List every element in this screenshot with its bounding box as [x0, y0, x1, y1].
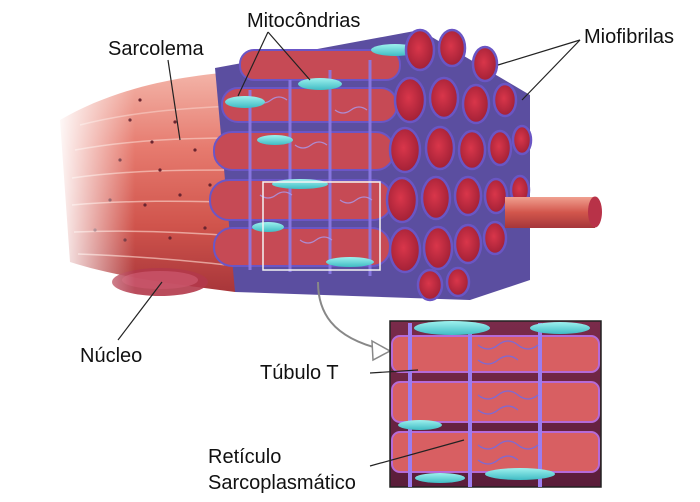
protruding-myofibril [505, 197, 602, 229]
label-sarcolema: Sarcolema [108, 38, 204, 61]
label-reticulo-line2: Sarcoplasmático [208, 472, 356, 495]
label-tubulo-t: Túbulo T [260, 362, 339, 385]
label-mitocondrias: Mitocôndrias [247, 10, 360, 33]
sarcolemma-shape [55, 70, 235, 300]
label-miofibrilas: Miofibrilas [584, 26, 674, 49]
inset-magnified-view [390, 321, 601, 487]
label-nucleo: Núcleo [80, 345, 142, 368]
label-reticulo-line1: Retículo [208, 446, 281, 469]
